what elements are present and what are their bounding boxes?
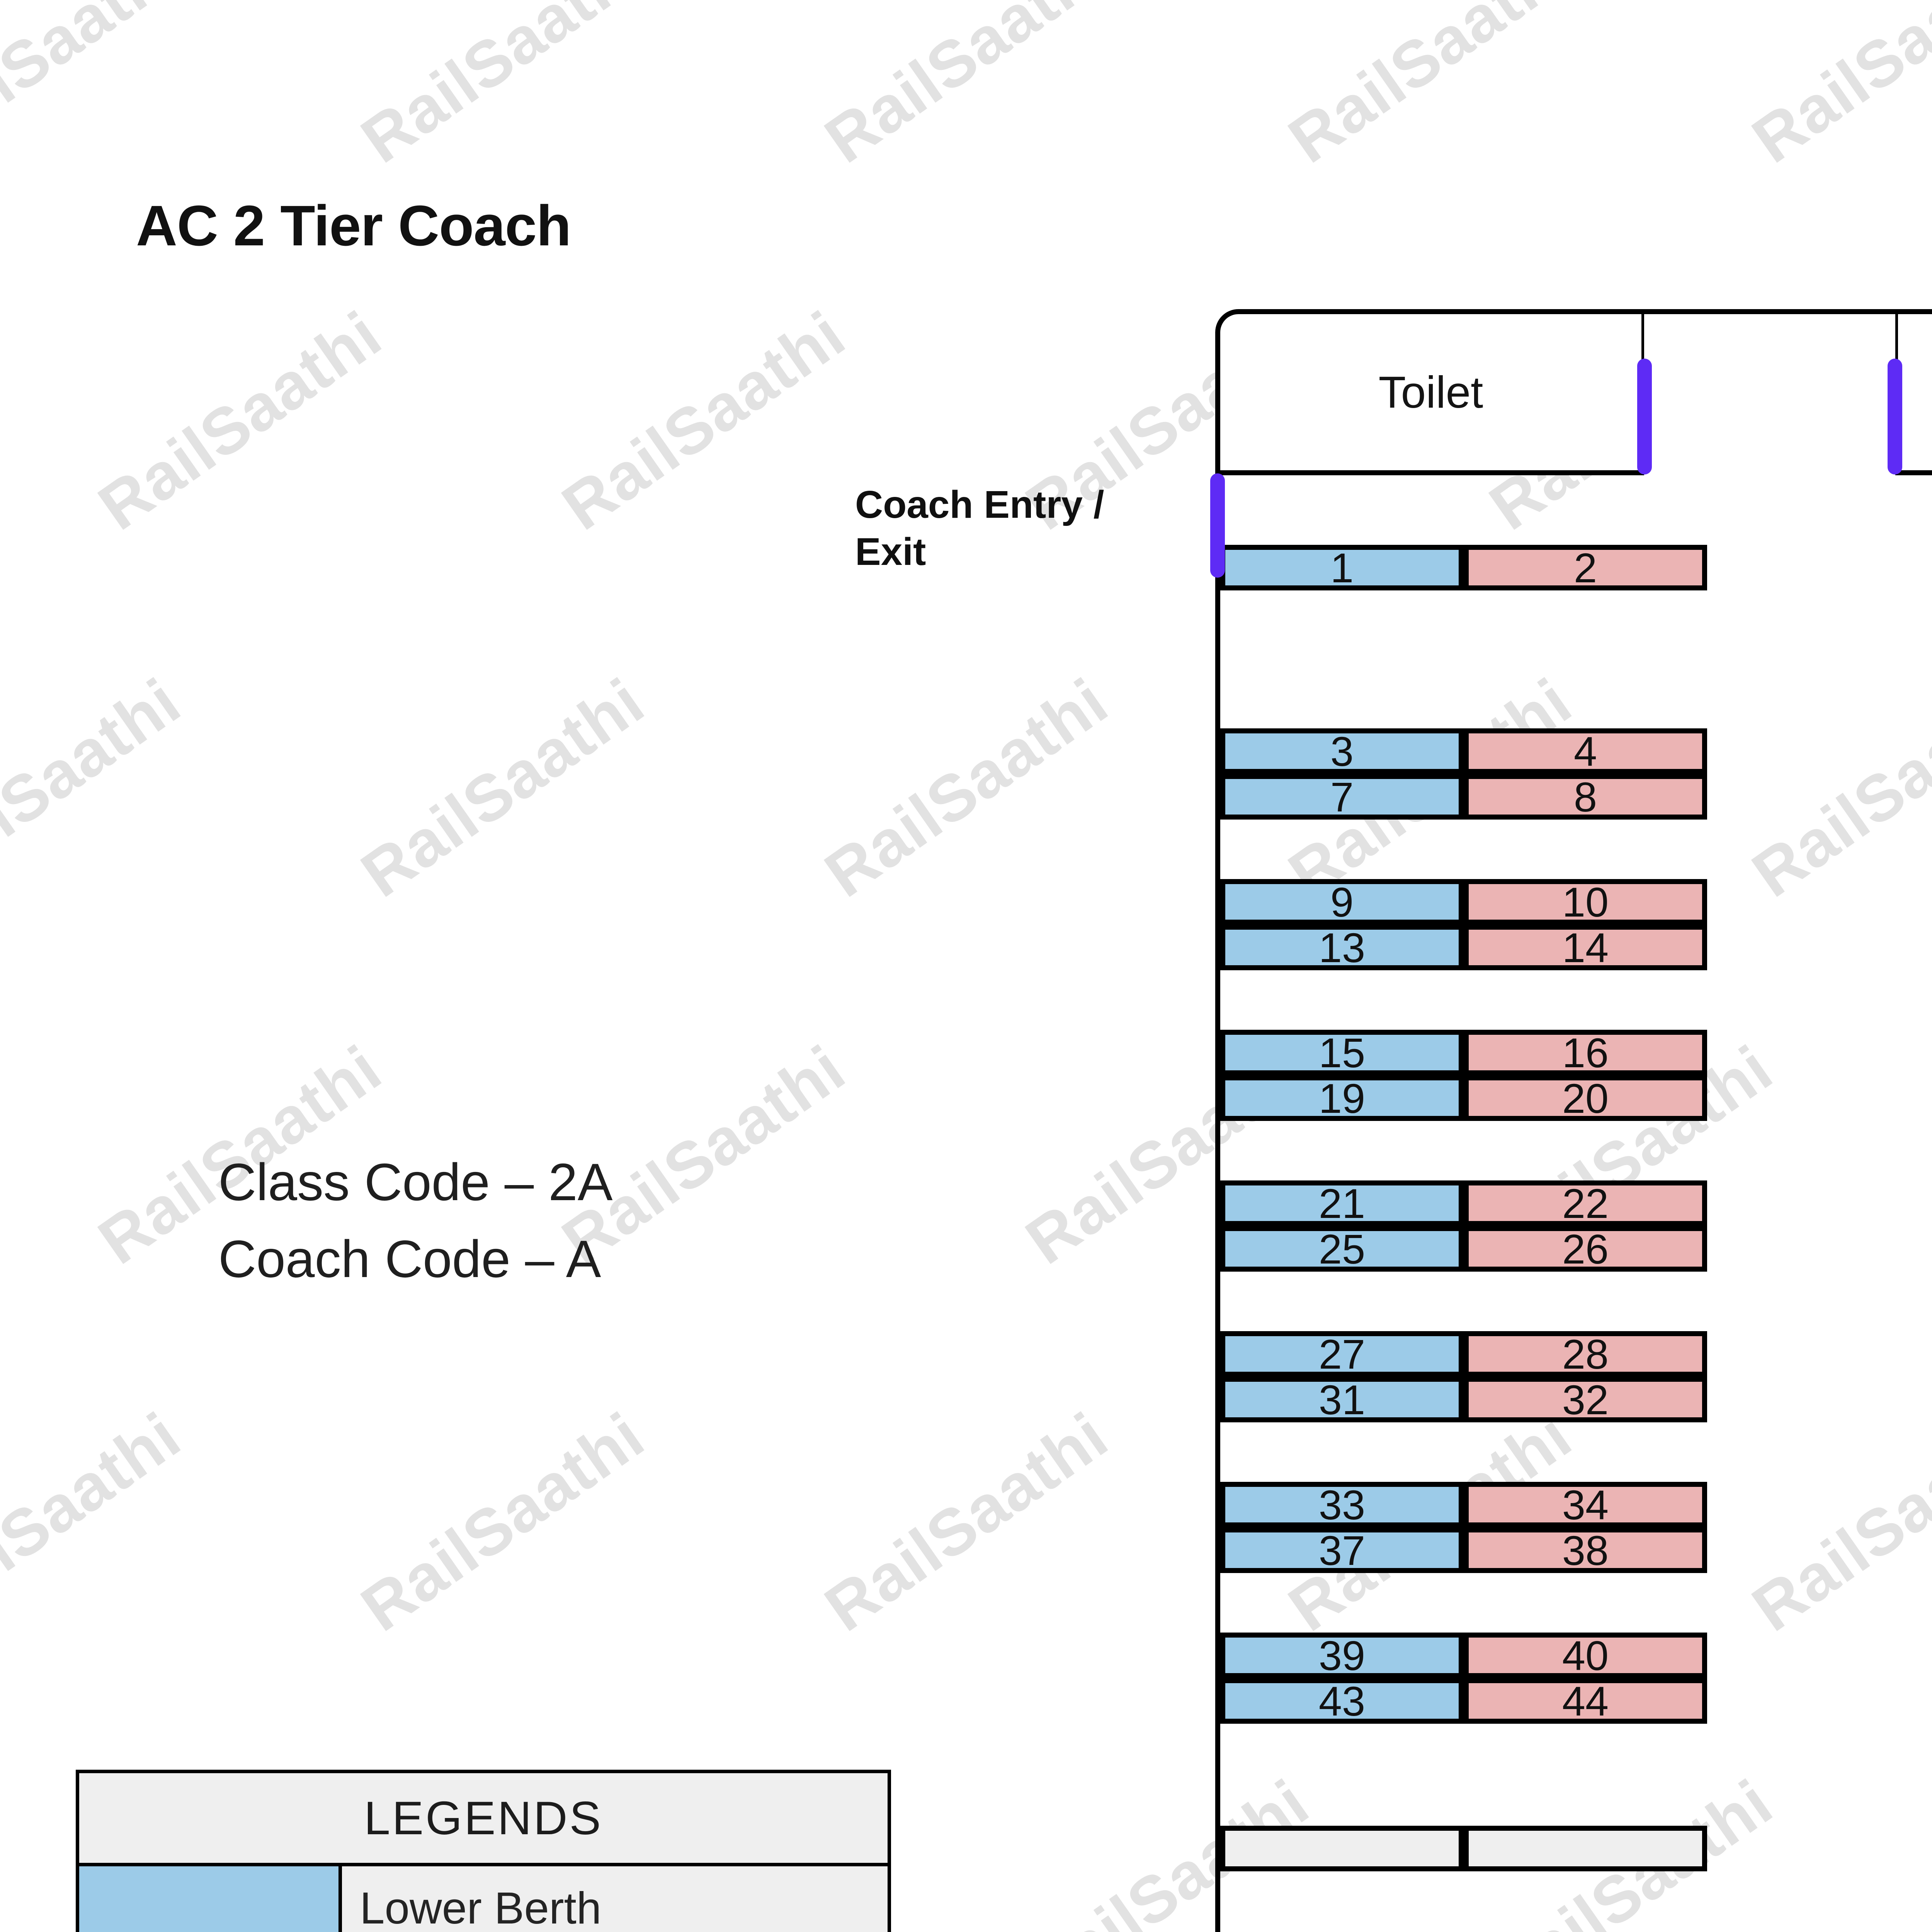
watermark-text: RailSaathi — [348, 1398, 657, 1646]
legend-rows: Lower BerthUpper BerthSide Lower BerthSi… — [79, 1866, 888, 1932]
door-icon-entry-top-left[interactable] — [1210, 473, 1225, 578]
berth-upper-34[interactable]: 34 — [1464, 1481, 1707, 1528]
berth-upper-26[interactable]: 26 — [1464, 1226, 1707, 1272]
berth-upper-4[interactable]: 4 — [1464, 728, 1707, 775]
coach-wall-left — [1215, 473, 1220, 1932]
toilet-top-left: Toilet — [1215, 309, 1644, 475]
berth-upper-10[interactable]: 10 — [1464, 879, 1707, 925]
watermark-text: RailSaathi — [348, 0, 657, 177]
berth-lower-43[interactable]: 43 — [1220, 1678, 1464, 1725]
class-code-label: Class Code – 2A — [218, 1153, 613, 1211]
watermark-text: RailSaathi — [812, 664, 1121, 912]
watermark-text: RailSaathi — [812, 1398, 1121, 1646]
coach-code-label: Coach Code – A — [218, 1229, 601, 1288]
berth-lower-15[interactable]: 15 — [1220, 1029, 1464, 1076]
berth-lower-27[interactable]: 27 — [1220, 1331, 1464, 1378]
berth-lower-37[interactable]: 37 — [1220, 1527, 1464, 1574]
coach-layout: Toilet Toilet Toilet Toilet 125374861191… — [1210, 309, 1932, 1932]
watermark-text: RailSaathi — [1739, 0, 1932, 177]
berth-lower-31[interactable]: 31 — [1220, 1376, 1464, 1423]
legend-box: LEGENDS Lower BerthUpper BerthSide Lower… — [76, 1770, 891, 1932]
berth-upper-14[interactable]: 14 — [1464, 924, 1707, 971]
watermark-text: RailSaathi — [85, 297, 395, 544]
page-title: AC 2 Tier Coach — [136, 194, 571, 258]
legend-title: LEGENDS — [79, 1773, 888, 1866]
berth-upper-2[interactable]: 2 — [1464, 544, 1707, 591]
berth-upper-38[interactable]: 38 — [1464, 1527, 1707, 1574]
berth-lower-21[interactable]: 21 — [1220, 1180, 1464, 1227]
berth-grid: 1253748611913101412171519162018232125222… — [1215, 309, 1932, 1932]
berth-lower-19[interactable]: 19 — [1220, 1075, 1464, 1122]
door-icon-top-inner-left[interactable] — [1637, 359, 1652, 474]
watermark-text: RailSaathi — [348, 664, 657, 912]
coach-entry-exit-top-left: Coach Entry / Exit — [855, 483, 1104, 573]
berth-upper-44[interactable]: 44 — [1464, 1678, 1707, 1725]
berth-lower-7[interactable]: 7 — [1220, 774, 1464, 820]
berth-upper-40[interactable]: 40 — [1464, 1632, 1707, 1679]
watermark-text: RailSaathi — [0, 0, 194, 177]
door-icon-top-inner-right[interactable] — [1888, 359, 1902, 474]
berth-blank-upper — [1464, 1826, 1707, 1871]
legend-row: Lower Berth — [79, 1866, 888, 1932]
legend-item-label: Lower Berth — [360, 1883, 602, 1932]
watermark-text: RailSaathi — [0, 1398, 194, 1646]
berth-blank-lower — [1220, 1826, 1464, 1871]
berth-upper-16[interactable]: 16 — [1464, 1029, 1707, 1076]
berth-lower-9[interactable]: 9 — [1220, 879, 1464, 925]
berth-lower-33[interactable]: 33 — [1220, 1481, 1464, 1528]
berth-upper-32[interactable]: 32 — [1464, 1376, 1707, 1423]
watermark-text: RailSaathi — [1276, 0, 1585, 177]
berth-upper-20[interactable]: 20 — [1464, 1075, 1707, 1122]
berth-upper-8[interactable]: 8 — [1464, 774, 1707, 820]
berth-upper-22[interactable]: 22 — [1464, 1180, 1707, 1227]
berth-upper-28[interactable]: 28 — [1464, 1331, 1707, 1378]
watermark-text: RailSaathi — [812, 0, 1121, 177]
berth-lower-39[interactable]: 39 — [1220, 1632, 1464, 1679]
watermark-text: RailSaathi — [0, 664, 194, 912]
berth-lower-25[interactable]: 25 — [1220, 1226, 1464, 1272]
legend-color-swatch — [79, 1866, 342, 1932]
coach-code-block: Class Code – 2A Coach Code – A — [218, 1144, 613, 1297]
berth-lower-3[interactable]: 3 — [1220, 728, 1464, 775]
berth-lower-13[interactable]: 13 — [1220, 924, 1464, 971]
vestibule-top — [1644, 309, 1895, 475]
berth-lower-1[interactable]: 1 — [1220, 544, 1464, 591]
watermark-text: RailSaathi — [549, 297, 858, 544]
